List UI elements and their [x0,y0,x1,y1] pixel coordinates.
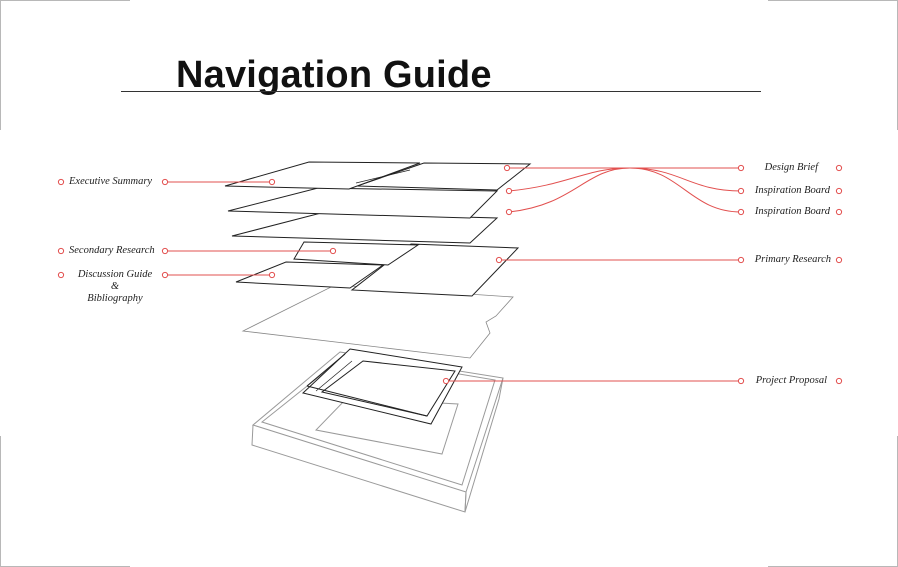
label-executive-summary: Executive Summary [69,176,153,187]
title-underline [121,91,761,92]
dot-design-brief-right [835,164,843,172]
primary-research-sheet [350,243,520,297]
label-project-proposal: Project Proposal [755,375,827,386]
label-design-brief: Design Brief [764,162,818,173]
inspiration-board-1-sheet [227,187,499,219]
label-discussion-guide-group: Discussion Guide & Bibliography [70,269,160,305]
dot-executive-summary-target [268,178,276,186]
dot-discussion-guide-target [268,271,276,279]
research-layer [235,241,520,297]
callout-line-inspiration-board-2 [508,167,742,213]
dot-discussion-guide-left [57,271,65,279]
dot-inspiration-board-1-right [835,187,843,195]
label-ampersand: & [110,281,120,292]
dot-primary-research-target [495,256,503,264]
dot-secondary-research-mid [161,247,169,255]
project-proposal-tray [301,348,463,425]
top-layer [224,161,532,191]
callout-lines [165,167,742,382]
dot-project-proposal-target [442,377,450,385]
page-title: Navigation Guide [176,54,492,96]
label-secondary-research: Secondary Research [69,245,155,256]
frame-edge-top-right [768,0,898,1]
dot-inspiration-board-2-target [505,208,513,216]
dot-executive-summary-left [57,178,65,186]
dot-inspiration-board-1-mid [737,187,745,195]
label-bibliography: Bibliography [87,293,143,304]
dot-design-brief-mid [737,164,745,172]
dot-inspiration-board-2-mid [737,208,745,216]
sleeve-layer [241,284,514,359]
label-inspiration-board-2: Inspiration Board [754,206,830,217]
tray-outer [301,348,463,425]
label-inspiration-board-1: Inspiration Board [754,185,830,196]
dot-project-proposal-mid [737,377,745,385]
frame-edge-top-left [0,0,130,1]
dot-secondary-research-left [57,247,65,255]
secondary-research-sheet [293,241,420,266]
dot-inspiration-board-2-right [835,208,843,216]
box-front-right [464,377,504,513]
dot-primary-research-right [835,256,843,264]
dot-secondary-research-target [329,247,337,255]
label-primary-research: Primary Research [754,254,831,265]
dot-executive-summary-mid [161,178,169,186]
callout-dots [57,164,843,385]
dot-primary-research-mid [737,256,745,264]
label-discussion-guide: Discussion Guide [77,269,153,280]
dot-project-proposal-right [835,377,843,385]
dot-design-brief-target [503,164,511,172]
dot-inspiration-board-1-target [505,187,513,195]
frame-edge-left-top [0,0,1,130]
dot-discussion-guide-mid [161,271,169,279]
frame-edge-left-bottom [0,436,1,567]
